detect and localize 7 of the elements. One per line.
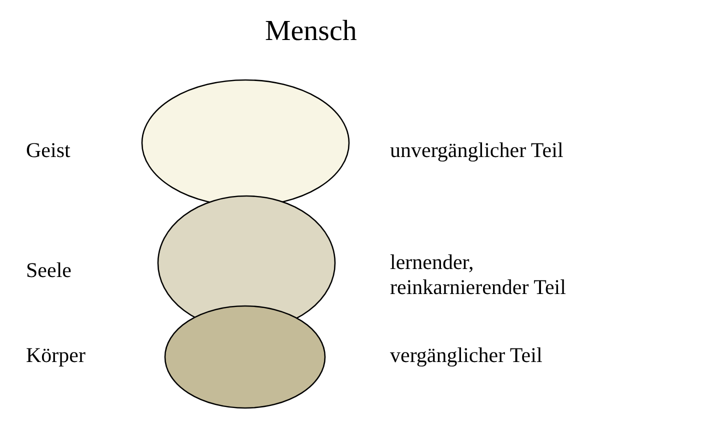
- part-description: lernender, reinkarnierender Teil: [390, 250, 567, 300]
- part-name: Seele: [26, 258, 72, 283]
- diagram-title: Mensch: [265, 14, 357, 48]
- part-name: Geist: [26, 138, 70, 163]
- part-description: unvergänglicher Teil: [390, 138, 564, 163]
- part-description: vergänglicher Teil: [390, 343, 544, 368]
- part-name: Körper: [26, 343, 86, 368]
